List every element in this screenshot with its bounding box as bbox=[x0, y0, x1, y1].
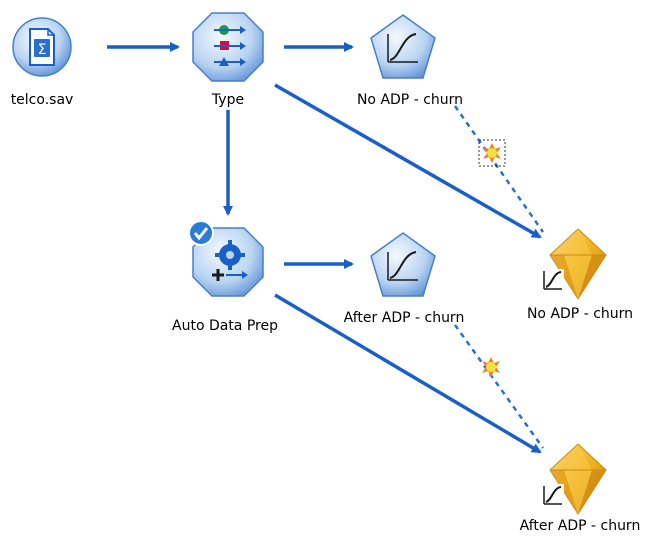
after-adp-model-node[interactable] bbox=[368, 230, 438, 300]
badge-selection-box bbox=[478, 139, 506, 167]
type-node[interactable] bbox=[190, 10, 266, 84]
auto-data-prep-icon bbox=[192, 227, 264, 297]
no-adp-nugget-node[interactable] bbox=[540, 225, 616, 303]
link-type-to-no-adp-nugget[interactable] bbox=[274, 83, 542, 239]
source-node[interactable]: Σ bbox=[10, 15, 74, 79]
after-adp-model-label: After ADP - churn bbox=[343, 310, 465, 326]
logistic-curve-icon bbox=[370, 14, 436, 79]
auto-check-badge-icon bbox=[187, 219, 215, 247]
auto-data-prep-node[interactable] bbox=[190, 225, 266, 299]
no-adp-nugget-label: No ADP - churn bbox=[526, 306, 634, 322]
type-node-label: Type bbox=[211, 92, 245, 108]
logistic-curve-icon bbox=[370, 232, 436, 297]
model-nugget-icon bbox=[542, 228, 607, 300]
svg-text:Σ: Σ bbox=[38, 42, 47, 58]
after-adp-nugget-node[interactable] bbox=[540, 440, 616, 518]
no-adp-model-node[interactable] bbox=[368, 12, 438, 82]
type-icon bbox=[192, 12, 264, 82]
no-adp-model-label: No ADP - churn bbox=[356, 92, 464, 108]
after-adp-nugget-label: After ADP - churn bbox=[519, 518, 641, 534]
link-auto-data-prep-to-after-adp-nugget[interactable] bbox=[274, 293, 542, 454]
model-nugget-icon bbox=[542, 443, 607, 515]
refresh-badge-icon bbox=[483, 143, 501, 163]
auto-data-prep-label: Auto Data Prep bbox=[172, 318, 278, 334]
statistics-file-icon: Σ bbox=[12, 17, 72, 77]
source-node-label: telco.sav bbox=[10, 92, 74, 108]
refresh-badge-icon bbox=[482, 357, 500, 377]
